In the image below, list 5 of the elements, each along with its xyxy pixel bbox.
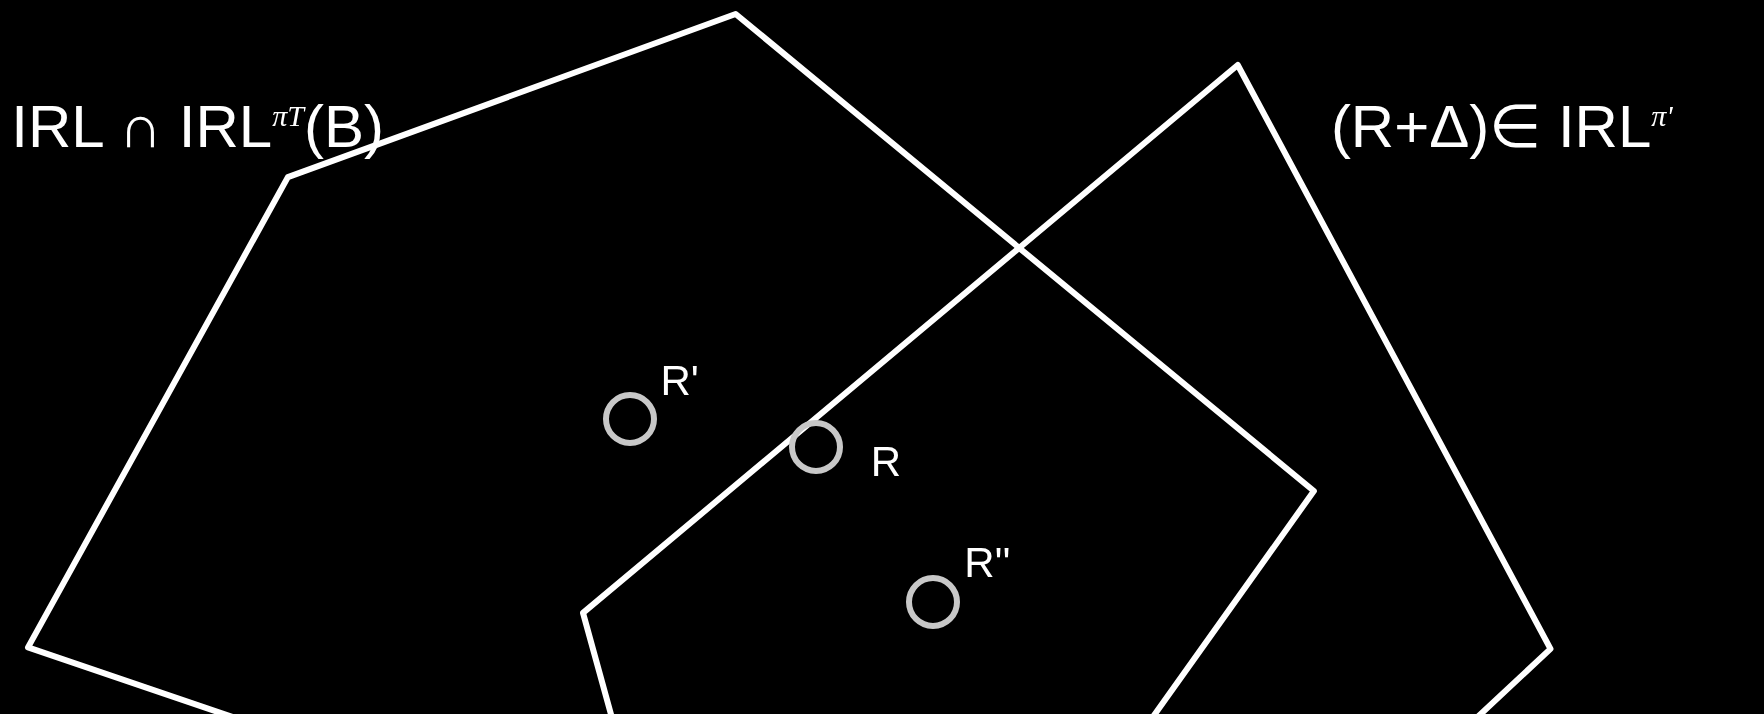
set-label: IRL ∩ IRL$^{πT}$(B) xyxy=(11,96,384,157)
point-label: R'' xyxy=(964,542,1011,585)
point-label: R xyxy=(870,441,902,483)
set-label: (R+Δ)∈ IRL$^{π'}$ xyxy=(1330,96,1673,157)
point-label: R' xyxy=(660,360,699,402)
